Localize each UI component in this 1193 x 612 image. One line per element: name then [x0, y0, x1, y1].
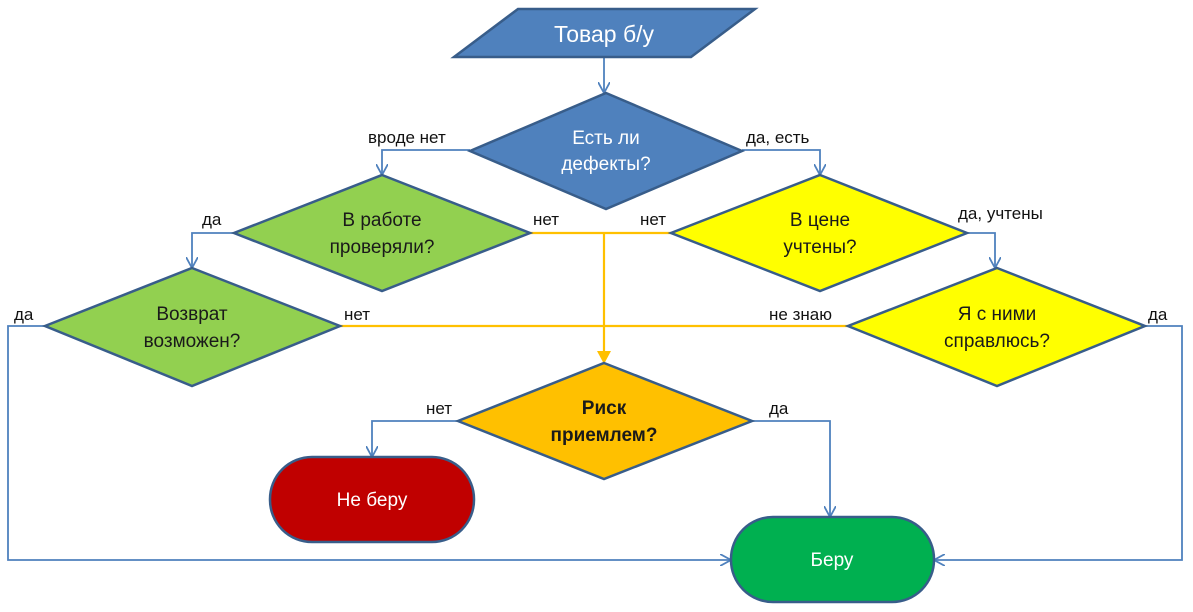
connector-defects-to-price	[742, 149, 820, 174]
start-parallelogram	[450, 7, 759, 59]
node-accept: Беру	[729, 515, 936, 604]
edge-label-risk-no: нет	[426, 399, 452, 418]
connectors-blue	[7, 57, 1183, 560]
start-label: Товар б/у	[554, 21, 655, 47]
reject-terminal	[268, 455, 476, 544]
checked-label-line2: проверяли?	[330, 237, 435, 258]
connector-risk-to-accept	[750, 420, 830, 516]
edge-label-checked-yes: да	[202, 210, 222, 229]
node-return: Возврат возможен?	[41, 266, 344, 388]
return-label-line1: Возврат	[156, 304, 228, 325]
node-start: Товар б/у	[450, 7, 759, 59]
return-diamond	[41, 266, 344, 388]
node-risk: Риск приемлем?	[454, 361, 756, 481]
edge-labels: вроде нет да, есть да нет нет да, учтены…	[14, 128, 1168, 418]
node-defects: Есть ли дефекты?	[466, 91, 746, 211]
connector-cope-to-accept	[935, 325, 1183, 560]
price-label-line1: В цене	[790, 210, 850, 231]
edge-label-price-yes: да, учтены	[958, 204, 1043, 223]
node-reject: Не беру	[268, 455, 476, 544]
risk-diamond	[454, 361, 756, 481]
price-label-line2: учтены?	[783, 237, 856, 258]
risk-label-line2: приемлем?	[551, 425, 658, 446]
checked-label-line1: В работе	[342, 210, 421, 231]
connector-defects-to-checked	[382, 149, 470, 174]
reject-label: Не беру	[337, 490, 408, 511]
connector-checked-to-return	[192, 232, 234, 267]
edge-label-price-no: нет	[640, 210, 666, 229]
edge-label-risk-yes: да	[769, 399, 789, 418]
price-diamond	[667, 173, 971, 293]
checked-diamond	[230, 173, 534, 293]
edge-label-cope-dontknow: не знаю	[769, 305, 832, 324]
edge-label-checked-no: нет	[533, 210, 559, 229]
cope-diamond	[844, 266, 1149, 388]
node-price: В цене учтены?	[667, 173, 971, 293]
cope-label-line2: справлюсь?	[944, 331, 1050, 352]
accept-terminal	[729, 515, 936, 604]
node-cope: Я с ними справлюсь?	[844, 266, 1149, 388]
cope-label-line1: Я с ними	[958, 304, 1037, 325]
connector-return-to-accept	[7, 325, 730, 560]
connectors-orange	[340, 231, 848, 364]
return-label-line2: возможен?	[144, 331, 241, 352]
edge-label-defects-no: вроде нет	[368, 128, 446, 147]
accept-label: Беру	[811, 550, 854, 571]
risk-label-line1: Риск	[582, 398, 627, 419]
node-checked: В работе проверяли?	[230, 173, 534, 293]
defects-label-line2: дефекты?	[561, 154, 650, 175]
edge-label-defects-yes: да, есть	[746, 128, 810, 147]
connector-price-to-cope	[967, 232, 995, 267]
edge-label-cope-yes: да	[1148, 305, 1168, 324]
edge-label-return-yes: да	[14, 305, 34, 324]
defects-label-line1: Есть ли	[572, 128, 640, 149]
connector-risk-to-reject	[372, 420, 458, 456]
defects-diamond	[466, 91, 746, 211]
edge-label-return-no: нет	[344, 305, 370, 324]
